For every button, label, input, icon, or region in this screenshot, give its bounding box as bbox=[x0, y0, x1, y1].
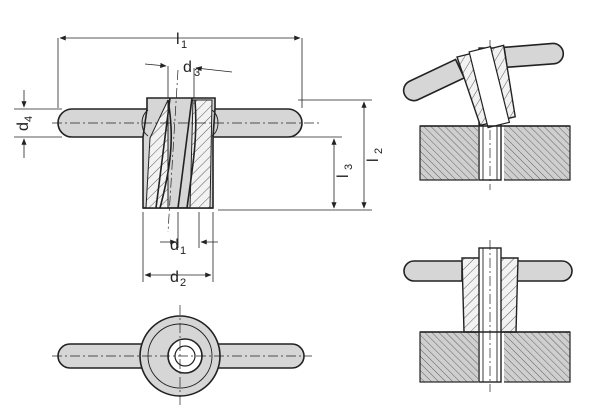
label-l1-sub: 1 bbox=[181, 39, 187, 51]
dimension-l2: l 2 bbox=[218, 99, 385, 211]
assembly-view-tilted bbox=[402, 40, 571, 190]
label-d1-main: d bbox=[170, 237, 179, 254]
label-d3-sub: 3 bbox=[194, 67, 200, 79]
label-d2-main: d bbox=[170, 269, 179, 286]
label-l3-main: l bbox=[335, 174, 352, 178]
label-l2-main: l bbox=[365, 158, 382, 162]
label-d4-sub: 4 bbox=[23, 116, 35, 122]
label-d3-main: d bbox=[183, 59, 192, 76]
dimension-d3: d 3 bbox=[144, 59, 233, 98]
dimension-d4: d 4 bbox=[14, 90, 62, 158]
left-arm bbox=[57, 108, 149, 138]
label-l2-sub: 2 bbox=[373, 148, 385, 154]
label-d1-sub: 1 bbox=[180, 245, 186, 257]
label-d2-sub: 2 bbox=[180, 277, 186, 289]
label-l1-main: l bbox=[176, 31, 180, 48]
dimension-l1: l 1 bbox=[57, 31, 303, 108]
assembly-view-seated bbox=[403, 240, 573, 392]
dimension-d1: d 1 bbox=[160, 212, 218, 257]
top-view bbox=[52, 305, 312, 408]
label-d4-main: d bbox=[15, 122, 32, 131]
dimension-l3: l 3 bbox=[216, 136, 355, 209]
front-section-view bbox=[52, 69, 320, 233]
label-l3-sub: 3 bbox=[343, 164, 355, 170]
dimension-d2: d 2 bbox=[142, 212, 214, 289]
